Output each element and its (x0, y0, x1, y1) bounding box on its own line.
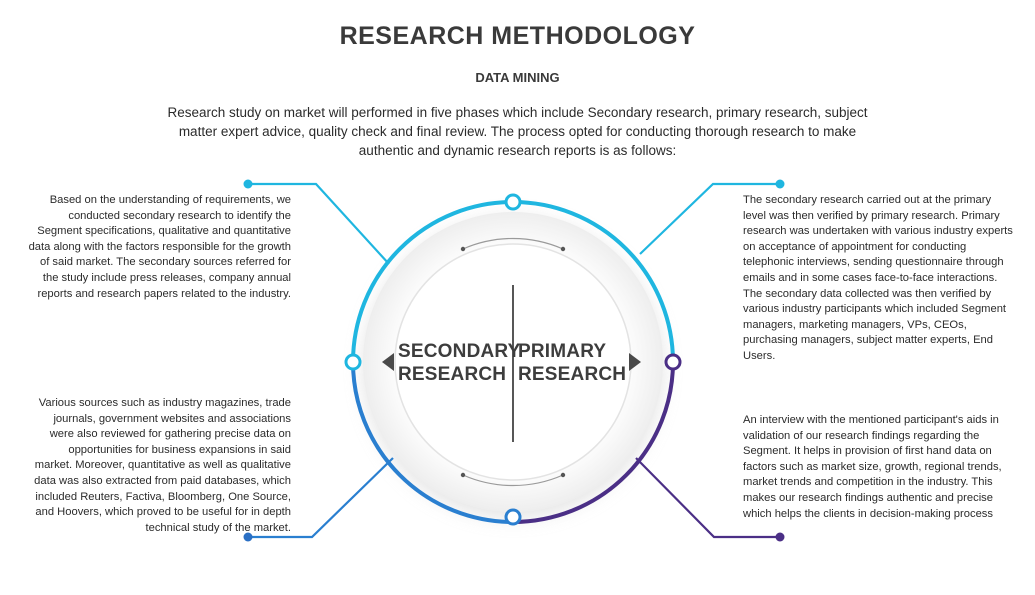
connector-bottom-left (248, 457, 394, 539)
ring-node-right (664, 353, 682, 371)
inner-arc-dot (460, 246, 466, 252)
ring-arc-bottom-right (512, 361, 675, 524)
left-arrow-icon (382, 353, 394, 371)
primary-label-line1: PRIMARY (518, 341, 607, 362)
connector-dot-top-left (243, 179, 253, 189)
inner-arc-dot (560, 472, 566, 478)
ring-node-left (344, 353, 362, 371)
panel-top-left-text: Based on the understanding of requiremen… (28, 194, 291, 300)
inner-arc-top (462, 237, 564, 250)
connector-top-left (248, 182, 390, 265)
panel-bottom-left-text: Various sources such as industry magazin… (34, 397, 291, 534)
primary-research-label: PRIMARY RESEARCH (518, 340, 626, 386)
right-arrow-icon (629, 353, 641, 371)
connector-dot-bottom-right (775, 532, 785, 542)
secondary-label-line1: SECONDARY (398, 341, 521, 362)
ring-arc-top-left (351, 200, 514, 363)
inner-arc-dot (460, 472, 466, 478)
inner-arc-bottom (462, 474, 564, 487)
ring-arc-bottom-left (351, 361, 514, 524)
page-title: RESEARCH METHODOLOGY (339, 22, 696, 50)
panel-top-right-text: The secondary research carried out at th… (743, 194, 1013, 362)
page-subtitle: DATA MINING (475, 70, 560, 85)
inner-arc-dot (560, 246, 566, 252)
ring-node-bottom (504, 508, 522, 526)
ring-arc-top-right (512, 200, 675, 363)
primary-label-line2: RESEARCH (518, 364, 627, 385)
intro-paragraph: Research study on market will performed … (167, 105, 868, 158)
connector-dot-bottom-left (243, 532, 253, 542)
secondary-research-label: SECONDARY RESEARCH (398, 340, 521, 386)
connector-top-right (639, 182, 780, 255)
connector-dot-top-right (775, 179, 785, 189)
panel-bottom-right-text: An interview with the mentioned particip… (743, 414, 1002, 520)
ring-node-top (504, 193, 522, 211)
secondary-label-line2: RESEARCH (398, 364, 507, 385)
connector-bottom-right (635, 457, 780, 539)
